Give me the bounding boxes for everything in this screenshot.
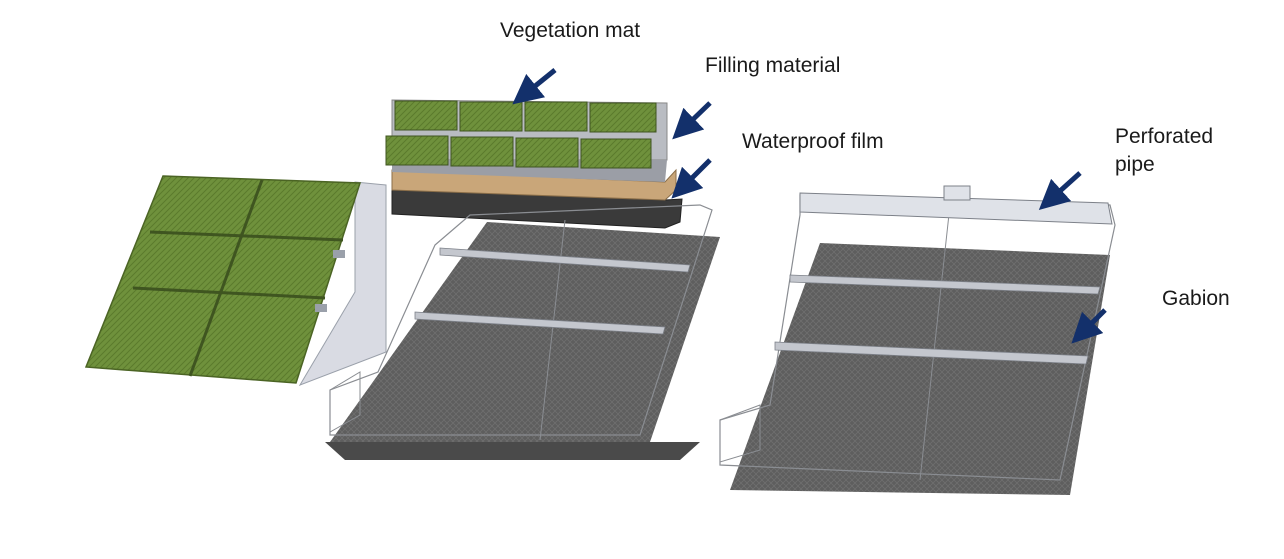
- gabion-module: [719, 185, 1116, 495]
- arrow-vegetation-mat: [512, 68, 557, 105]
- perforated-pipe-shape: [799, 192, 1113, 225]
- gabion-shadow-panel: [330, 222, 720, 442]
- label-gabion: Gabion: [1162, 287, 1230, 310]
- arrow-perforated-pipe: [1038, 171, 1082, 211]
- gabion-panel: [730, 243, 1110, 495]
- label-vegetation-mat: Vegetation mat: [500, 19, 640, 42]
- label-perforated-pipe-1: Perforated: [1115, 125, 1213, 148]
- arrow-waterproof-film: [671, 158, 712, 199]
- arrow-filling-material: [672, 101, 712, 140]
- support-frame-side: [298, 181, 387, 386]
- exploded-module: [325, 99, 720, 460]
- label-waterproof-film: Waterproof film: [742, 130, 884, 153]
- middle-support-rails: [414, 247, 691, 335]
- assembled-vegetation-panel: [84, 175, 362, 384]
- assembled-module: [84, 175, 387, 386]
- arrow-gabion: [1071, 308, 1107, 344]
- labels: Vegetation mat Filling material Waterpro…: [500, 19, 1230, 310]
- vegetation-mat-tiles: [385, 100, 657, 169]
- label-perforated-pipe-2: pipe: [1115, 153, 1155, 176]
- label-filling-material: Filling material: [705, 54, 840, 77]
- right-support-rails: [774, 274, 1101, 365]
- callout-arrows: [512, 68, 1107, 344]
- gabion-wire-frame: [329, 204, 713, 436]
